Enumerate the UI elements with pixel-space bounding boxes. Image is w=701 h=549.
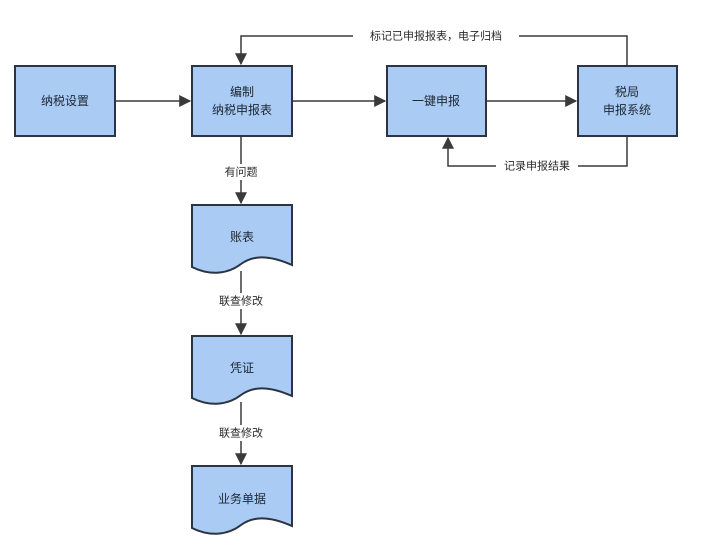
edge-label-has-issue-text: 有问题 <box>225 165 258 179</box>
edge-label-query-modify-1-text: 联查修改 <box>219 294 263 308</box>
edge-label-record-result: 记录申报结果 <box>496 158 578 174</box>
edge-label-mark-archived-text: 标记已申报报表，电子归档 <box>370 29 502 43</box>
node-tax-bureau-system: 税局 申报系统 <box>577 65 678 137</box>
node-prepare-return-label-line2: 纳税申报表 <box>212 102 272 117</box>
node-voucher: 凭证 <box>191 335 293 405</box>
node-business-document-label: 业务单据 <box>218 491 266 506</box>
node-prepare-return: 编制 纳税申报表 <box>191 65 293 137</box>
node-tax-bureau-system-label-line1: 税局 <box>615 85 639 99</box>
node-tax-setup-label: 纳税设置 <box>41 94 89 108</box>
edge-label-query-modify-1: 联查修改 <box>211 293 271 309</box>
node-prepare-return-label-line1: 编制 <box>230 84 254 99</box>
edge-label-mark-archived: 标记已申报报表，电子归档 <box>353 28 519 44</box>
edge-label-record-result-text: 记录申报结果 <box>504 159 570 173</box>
edge-label-has-issue: 有问题 <box>219 164 263 180</box>
node-tax-setup: 纳税设置 <box>14 65 116 137</box>
node-ledger: 账表 <box>191 204 293 274</box>
node-business-document: 业务单据 <box>191 465 293 535</box>
edge-label-query-modify-2-text: 联查修改 <box>219 426 263 440</box>
node-one-click-declare-label: 一键申报 <box>412 93 460 108</box>
node-one-click-declare: 一键申报 <box>386 65 487 137</box>
node-tax-bureau-system-label-line2: 申报系统 <box>603 102 651 117</box>
edge-label-query-modify-2: 联查修改 <box>211 425 271 441</box>
node-voucher-label: 凭证 <box>230 360 254 375</box>
node-ledger-label: 账表 <box>230 230 254 244</box>
